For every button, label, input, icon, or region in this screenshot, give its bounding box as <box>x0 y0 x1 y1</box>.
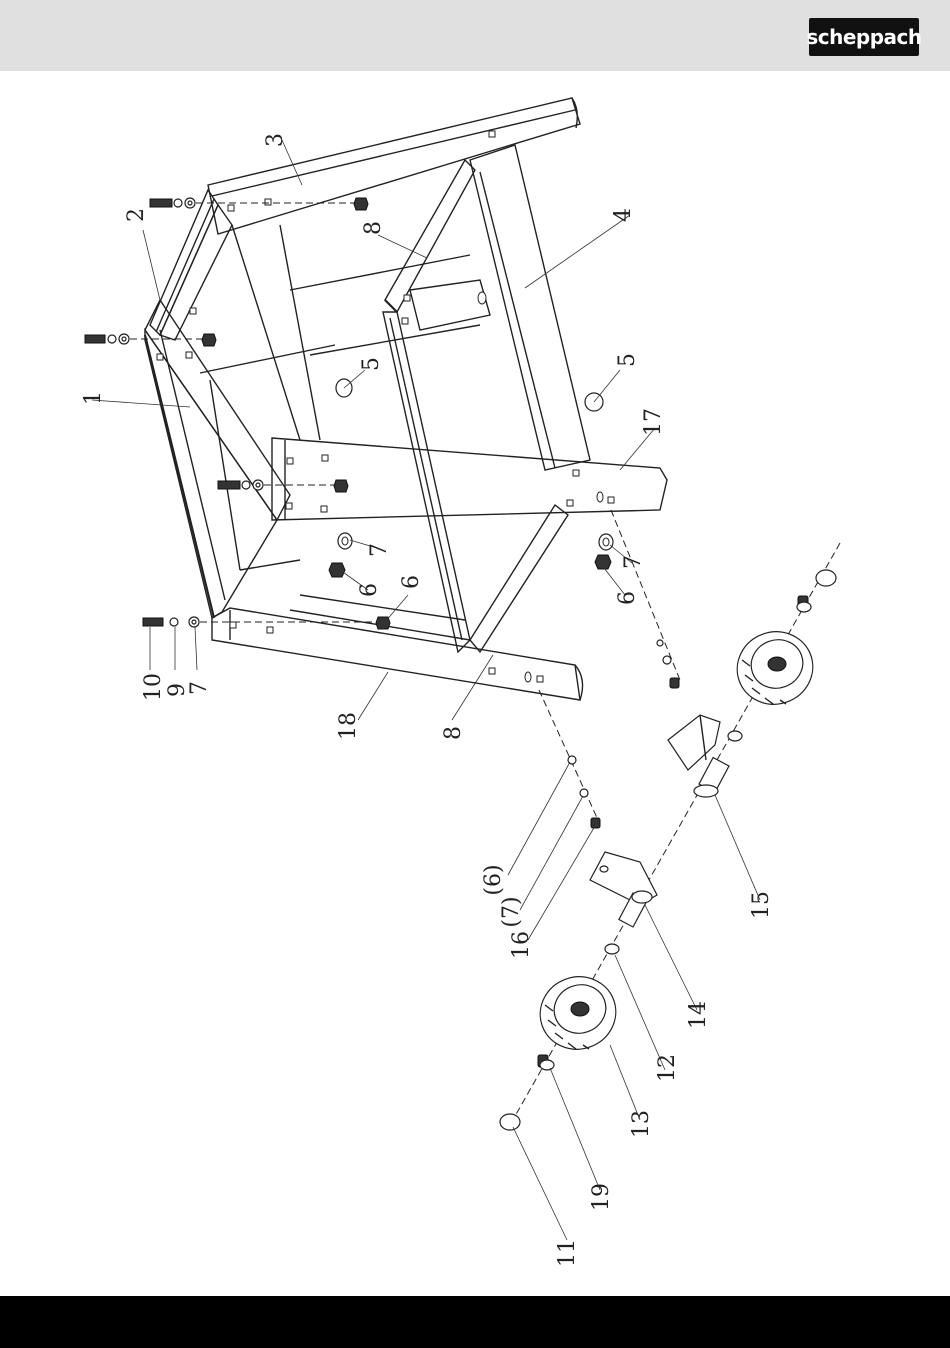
label-part-6-right: 6 <box>615 591 640 605</box>
bracket-14 <box>568 756 657 954</box>
rail-1 <box>145 300 290 618</box>
header-bar: scheppach <box>0 0 950 71</box>
rail-2 <box>150 190 232 340</box>
label-part-12: 12 <box>655 1054 680 1082</box>
brand-name: scheppach <box>806 25 921 49</box>
label-part-11: 11 <box>555 1239 580 1267</box>
label-part-16: 16 <box>509 931 534 959</box>
label-part-7-right: 7 <box>621 555 646 569</box>
label-part-2: 2 <box>124 208 149 222</box>
exploded-assembly-diagram: 3 2 1 8 4 5 5 17 7 6 6 7 6 10 9 7 18 8 (… <box>0 71 950 1296</box>
label-part-4: 4 <box>611 208 636 222</box>
brace-8-upper <box>383 160 475 652</box>
label-part-18: 18 <box>336 712 361 740</box>
label-part-10: 10 <box>141 673 166 701</box>
label-part-6-bottom: 6 <box>399 575 424 589</box>
leg-3 <box>208 98 580 234</box>
footer-bar <box>0 1296 950 1348</box>
label-part-8-lower: 8 <box>441 726 466 740</box>
label-part-7-left: 7 <box>367 543 392 557</box>
label-part-17: 17 <box>641 408 666 436</box>
leg-17 <box>272 438 667 520</box>
wheel-left <box>500 966 626 1130</box>
label-part-14: 14 <box>686 1001 711 1029</box>
label-part-6-paren: (6) <box>481 864 506 895</box>
scheppach-logo: scheppach <box>809 18 919 56</box>
part-labels: 3 2 1 8 4 5 5 17 7 6 6 7 6 10 9 7 18 8 (… <box>81 133 774 1267</box>
label-part-6-left: 6 <box>357 583 382 597</box>
bolt-set-middle <box>218 480 348 492</box>
label-part-15: 15 <box>749 891 774 919</box>
label-part-13: 13 <box>629 1110 654 1138</box>
label-part-19: 19 <box>589 1183 614 1211</box>
label-part-1: 1 <box>81 391 106 405</box>
hardware-5-7-6-left <box>329 379 352 577</box>
bracket-15 <box>657 640 742 797</box>
brace-8-lower <box>290 505 568 652</box>
label-part-3: 3 <box>263 133 288 147</box>
label-part-7-bolt: 7 <box>187 681 212 695</box>
bolt-set-top <box>150 198 368 210</box>
label-part-7-paren: (7) <box>499 896 524 927</box>
label-part-5-right: 5 <box>615 353 640 367</box>
hardware-5-7-6-right <box>585 393 613 569</box>
label-part-5-left: 5 <box>359 357 384 371</box>
label-part-8-upper: 8 <box>361 221 386 235</box>
bolt-set-mid-top <box>85 334 216 346</box>
wheel-right <box>727 570 836 715</box>
